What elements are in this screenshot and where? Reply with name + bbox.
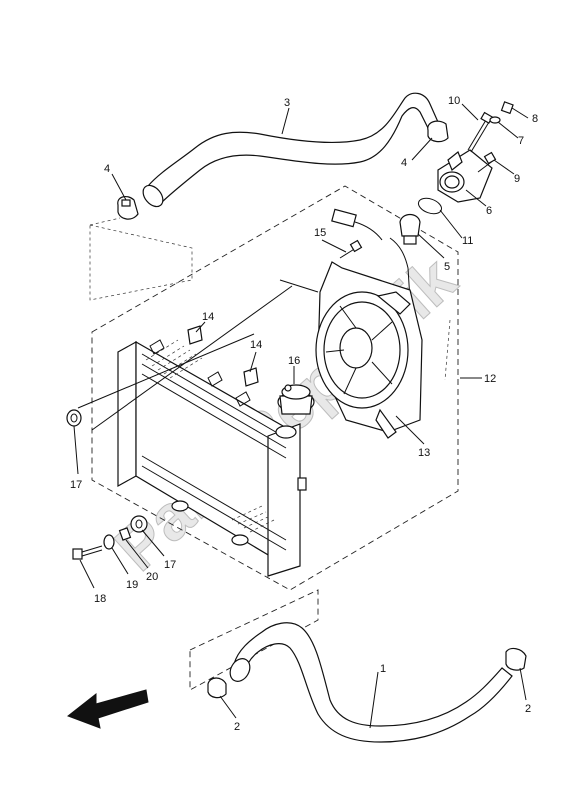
callout-labels: 1 2 2 3 4 4 5 6 7 8 9 10 11 12 13 14 14 … (70, 95, 538, 733)
callout-2-right: 2 (525, 703, 531, 715)
callout-14-right: 14 (250, 339, 262, 351)
callout-5: 5 (444, 261, 450, 273)
bolt-10 (467, 111, 494, 153)
callout-11: 11 (462, 235, 473, 247)
collar-20 (118, 527, 132, 541)
fan-connector (331, 208, 383, 241)
hose-clamp-right (427, 120, 449, 143)
hose-clamp-lower-right (505, 647, 527, 671)
callout-14-left: 14 (202, 311, 214, 323)
bracket-14-right (243, 367, 259, 387)
callout-2-left: 2 (234, 721, 240, 733)
bracket-14-left (187, 325, 203, 345)
callout-20: 20 (146, 571, 158, 583)
callout-3: 3 (284, 97, 290, 109)
grommet-17-bottom (130, 515, 148, 533)
callout-10: 10 (448, 95, 460, 107)
radiator-fins (141, 339, 287, 551)
washer-7 (489, 116, 501, 124)
callout-16: 16 (288, 355, 300, 367)
bolt-9 (477, 151, 497, 173)
grommet-17-top (66, 409, 82, 427)
hose-clamp-lower-left (207, 677, 227, 699)
front-arrow-icon (66, 689, 149, 729)
callout-19: 19 (126, 579, 138, 591)
o-ring-11 (417, 197, 443, 215)
callout-15: 15 (314, 227, 326, 239)
callout-17-bottom: 17 (164, 559, 176, 571)
lower-radiator-hose (229, 622, 513, 743)
callout-6: 6 (486, 205, 492, 217)
callout-12: 12 (484, 373, 496, 385)
callout-4-right: 4 (401, 157, 407, 169)
callout-8: 8 (532, 113, 538, 125)
thermo-switch-5 (389, 213, 421, 301)
callout-18: 18 (94, 593, 106, 605)
callout-7: 7 (518, 135, 524, 147)
washer-19 (103, 534, 115, 550)
bolt-18 (72, 545, 103, 560)
cooling-fan-assembly (315, 261, 423, 439)
bolt-8 (500, 101, 514, 115)
callout-9: 9 (514, 173, 520, 185)
callout-1: 1 (380, 663, 386, 675)
callout-13: 13 (418, 447, 430, 459)
assembly-outline (89, 185, 459, 691)
screw-15 (339, 239, 363, 259)
radiator-core (117, 339, 307, 577)
callout-4-left: 4 (104, 163, 110, 175)
thermostat-housing (437, 149, 493, 203)
radiator-cap (277, 384, 315, 415)
callout-17-left: 17 (70, 479, 82, 491)
hose-clamp-left (117, 195, 139, 220)
leader-lines (73, 103, 529, 729)
